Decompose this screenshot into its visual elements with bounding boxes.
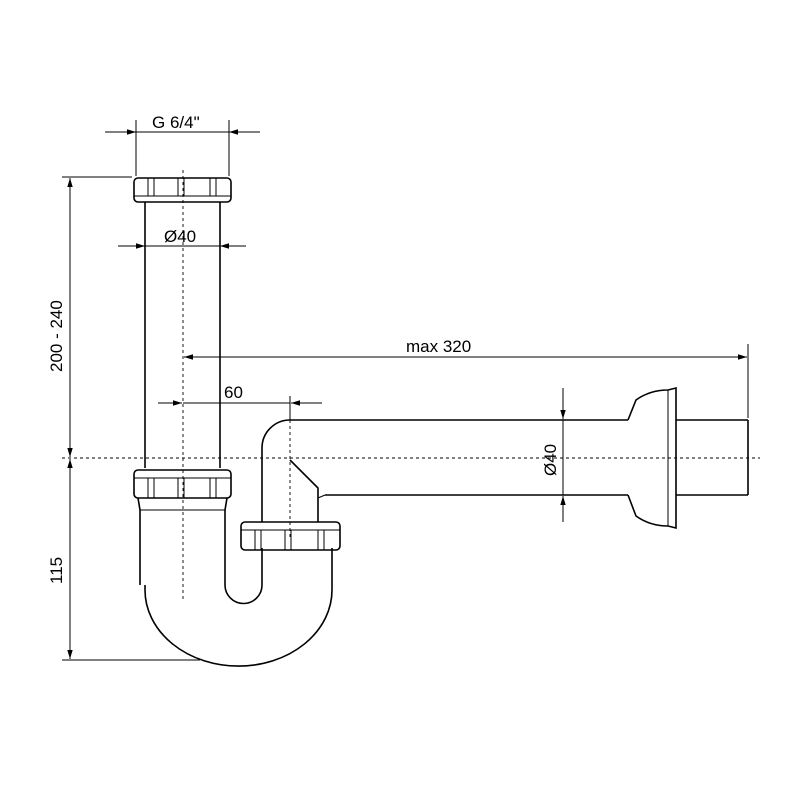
thread-dimension: G 6/4" <box>105 113 260 176</box>
siphon-body <box>133 469 333 667</box>
inlet-diameter-label: Ø40 <box>164 227 196 246</box>
top-nut <box>133 177 232 203</box>
thread-label: G 6/4" <box>152 113 200 132</box>
outlet-diameter-label: Ø40 <box>541 444 560 476</box>
depth-label: 115 <box>47 557 66 584</box>
length-label: max 320 <box>406 337 471 356</box>
height-label: 200 - 240 <box>47 300 66 372</box>
outlet-connector <box>240 419 628 551</box>
outlet-diameter-dimension: Ø40 <box>541 388 566 522</box>
offset-label: 60 <box>224 383 243 402</box>
height-dimension: 200 - 240 <box>47 176 132 457</box>
length-dimension: max 320 <box>184 337 749 418</box>
side-nut <box>240 521 341 551</box>
offset-dimension: 60 <box>158 383 322 420</box>
inlet-diameter-dimension: Ø40 <box>118 227 246 249</box>
bottle-nut <box>133 469 232 499</box>
inlet-tube <box>133 177 232 468</box>
depth-dimension: 115 <box>47 459 200 661</box>
